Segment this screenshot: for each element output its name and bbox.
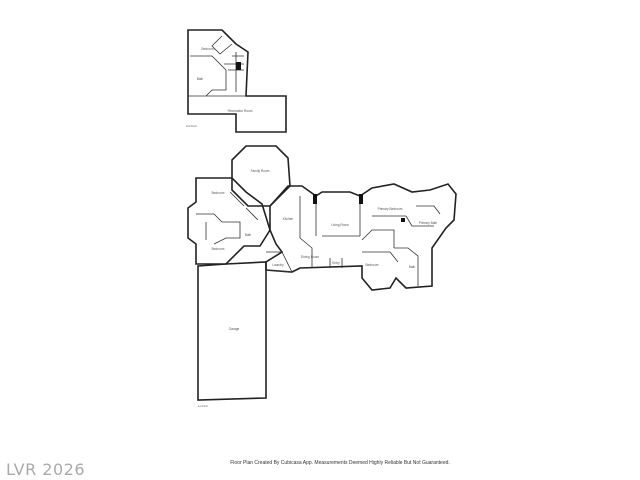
- room-label-bedroom-right: Bedroom: [366, 263, 379, 267]
- disclaimer-text: Floor Plan Created By Cubicasa App. Meas…: [230, 460, 450, 466]
- room-label-living-room: Living Room: [331, 223, 349, 227]
- main-floor-plan: Family Room Bedroom Bedroom Bath Kitchen…: [187, 145, 457, 408]
- laundry-walls: [265, 251, 293, 273]
- room-label-bath-left: Bath: [245, 233, 252, 237]
- room-label-garage: Garage: [229, 327, 240, 331]
- room-label-dining-room: Dining Room: [301, 255, 320, 259]
- upper-floor-stair-block: [236, 62, 241, 70]
- left-wing-walls: [187, 177, 271, 265]
- room-label-primary-bedroom: Primary Bedroom: [378, 207, 403, 211]
- room-label-primary-bath: Primary Bath: [419, 221, 438, 225]
- room-label-entry: Entry: [332, 261, 340, 265]
- watermark: LVR 2026: [6, 460, 86, 479]
- wall-block-primary: [401, 218, 405, 222]
- family-room-walls: [231, 145, 291, 207]
- room-label-upper-bedroom: Bedroom: [202, 47, 215, 51]
- wall-block-left: [313, 194, 317, 204]
- left-wing-interior-walls: [196, 191, 259, 245]
- room-label-bath-right: Bath: [409, 265, 416, 269]
- central-body-interior-walls: [299, 196, 441, 286]
- wall-block-right: [359, 194, 363, 204]
- room-label-kitchen: Kitchen: [283, 217, 294, 221]
- floor-label-main: 1st Floor: [198, 404, 208, 408]
- garage-walls: [197, 261, 267, 401]
- room-label-family-room: Family Room: [251, 169, 270, 173]
- room-label-bedroom-left-top: Bedroom: [212, 191, 225, 195]
- upper-floor-plan: Bedroom Bath Recreation Room 2nd Floor: [186, 29, 287, 133]
- upper-floor-outline: [187, 29, 287, 133]
- room-label-laundry: Laundry: [272, 263, 284, 267]
- floor-label-upper: 2nd Floor: [186, 124, 197, 128]
- room-label-recreation-room: Recreation Room: [228, 109, 253, 113]
- room-label-bedroom-left-bottom: Bedroom: [212, 247, 225, 251]
- room-label-upper-bath: Bath: [197, 77, 204, 81]
